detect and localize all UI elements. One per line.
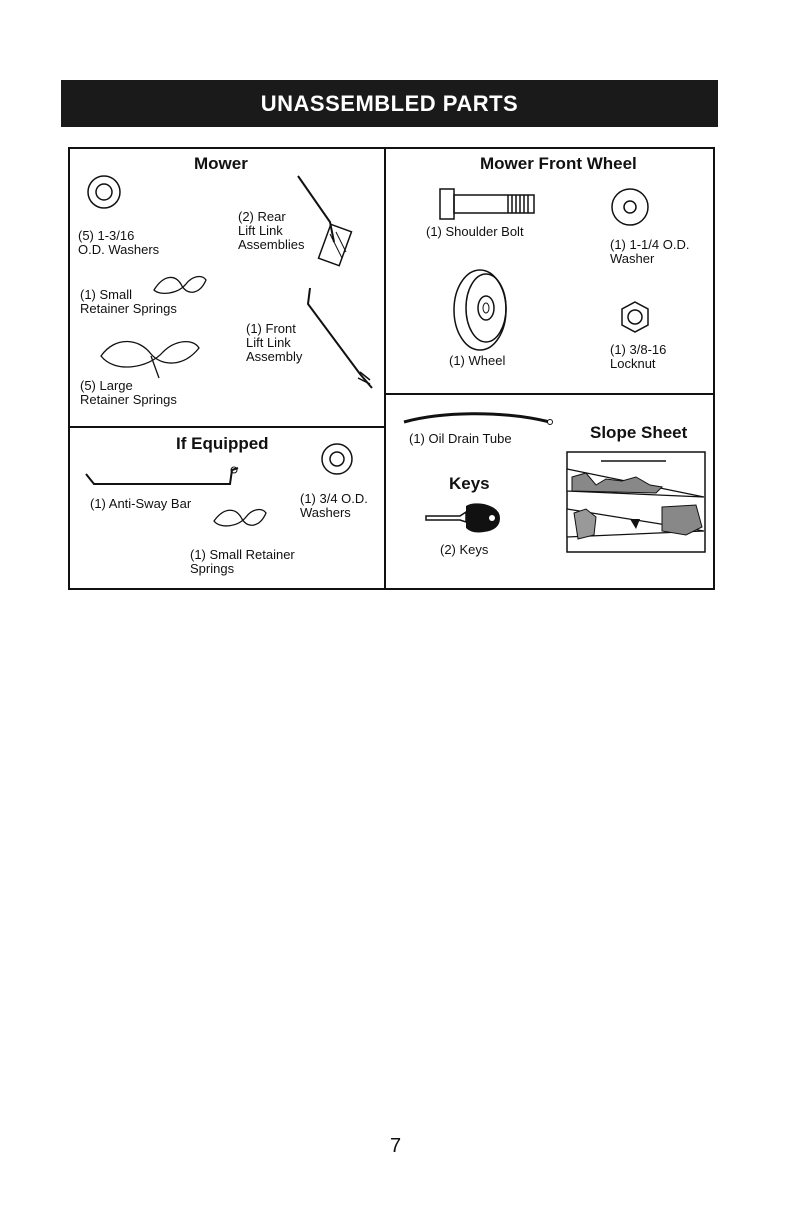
divider-left xyxy=(68,426,385,428)
large-springs-qty: (5) Large xyxy=(80,378,133,393)
key-icon xyxy=(425,503,500,533)
parts-frame xyxy=(68,147,715,590)
if-equipped-washers-desc: Washers xyxy=(300,505,351,520)
front-lift-link-desc: Assembly xyxy=(246,349,303,364)
front-wheel-heading: Mower Front Wheel xyxy=(480,154,637,173)
large-washer-desc: Washer xyxy=(610,251,655,266)
large-spring-icon xyxy=(100,341,200,379)
front-lift-link-qty: (1) Front xyxy=(246,321,296,336)
rear-lift-link-desc: Assemblies xyxy=(238,237,305,252)
if-equipped-spring-desc: Springs xyxy=(190,561,235,576)
locknut-desc: Locknut xyxy=(610,356,656,371)
shoulder-bolt-icon xyxy=(439,188,535,220)
washer-icon xyxy=(87,175,121,209)
keys-heading: Keys xyxy=(449,474,490,493)
retainer-spring-icon xyxy=(213,508,267,527)
large-washer-icon xyxy=(611,188,649,226)
small-springs-qty: (1) Small xyxy=(80,287,133,302)
anti-sway-bar-label: (1) Anti-Sway Bar xyxy=(90,496,192,511)
locknut-qty: (1) 3/8-16 xyxy=(610,342,667,357)
mower-washers-desc: O.D. Washers xyxy=(78,242,160,257)
wheel-icon xyxy=(453,269,507,351)
slope-sheet-image xyxy=(566,451,706,553)
oil-drain-tube-icon xyxy=(403,412,553,425)
page-number: 7 xyxy=(390,1135,402,1157)
front-lift-link-name: Lift Link xyxy=(246,335,291,350)
slope-sheet-heading: Slope Sheet xyxy=(590,423,688,442)
rear-lift-link-icon xyxy=(297,175,353,267)
if-equipped-heading: If Equipped xyxy=(176,434,269,453)
rear-lift-link-name: Lift Link xyxy=(238,223,283,238)
if-equipped-washers-qty: (1) 3/4 O.D. xyxy=(300,491,368,506)
divider-vertical xyxy=(384,147,386,590)
page-title: UNASSEMBLED PARTS xyxy=(260,90,519,116)
shoulder-bolt-label: (1) Shoulder Bolt xyxy=(426,224,524,239)
front-lift-link-icon xyxy=(306,287,373,389)
anti-sway-bar-icon xyxy=(85,466,239,485)
if-equipped-spring-qty: (1) Small Retainer xyxy=(190,547,295,562)
small-springs-desc: Retainer Springs xyxy=(80,301,177,316)
title-banner: UNASSEMBLED PARTS xyxy=(61,80,718,127)
mower-washers-qty: (5) 1-3/16 xyxy=(78,228,135,243)
keys-label: (2) Keys xyxy=(440,542,489,557)
small-spring-icon xyxy=(153,275,207,295)
mower-heading: Mower xyxy=(194,154,248,173)
large-springs-desc: Retainer Springs xyxy=(80,392,177,407)
oil-drain-tube-label: (1) Oil Drain Tube xyxy=(409,431,512,446)
divider-right xyxy=(385,393,715,395)
wheel-label: (1) Wheel xyxy=(449,353,506,368)
rear-lift-link-qty: (2) Rear xyxy=(238,209,286,224)
locknut-icon xyxy=(621,301,649,333)
small-washer-icon xyxy=(321,443,353,475)
large-washer-qty: (1) 1-1/4 O.D. xyxy=(610,237,690,252)
